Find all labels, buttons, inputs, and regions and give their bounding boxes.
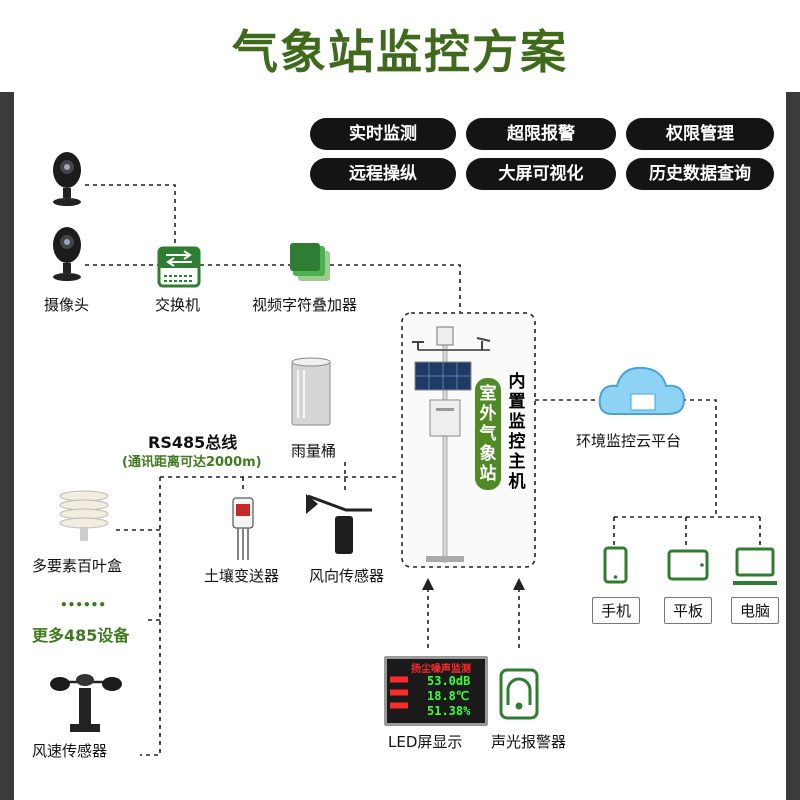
led-value-1: 53.0dB xyxy=(427,674,471,688)
wind-speed-icon xyxy=(50,674,122,732)
led-value-3: 51.38% xyxy=(427,704,471,718)
cloud-icon xyxy=(598,366,686,415)
pc-icon xyxy=(733,547,777,585)
feature-pill: 超限报警 xyxy=(466,118,616,150)
more-dots: •••••• xyxy=(60,598,107,612)
alarm-label: 声光报警器 xyxy=(491,733,567,751)
feature-pill: 历史数据查询 xyxy=(626,158,774,190)
soil-label: 土壤变送器 xyxy=(204,567,280,585)
wind-direction-icon xyxy=(306,494,372,554)
alarm-icon xyxy=(499,668,539,720)
feature-pill: 大屏可视化 xyxy=(466,158,616,190)
bus-note: (通讯距离可达2000m) xyxy=(122,455,262,470)
led-label: LED屏显示 xyxy=(388,733,463,751)
overlay-label: 视频字符叠加器 xyxy=(252,296,358,314)
right-border xyxy=(786,70,800,800)
camera-icon xyxy=(53,227,81,281)
louver-label: 多要素百叶盒 xyxy=(32,557,123,575)
bus-title: RS485总线 xyxy=(148,433,238,452)
led-screen: 扬尘噪声监测 ■■■■■■■■■ 53.0dB 18.8℃ 51.38% xyxy=(384,656,488,726)
host-label: 内置监控主机 xyxy=(508,372,526,492)
rain-gauge-icon xyxy=(291,357,331,426)
louver-box-icon xyxy=(59,490,109,541)
station-tag: 室外气象站 xyxy=(475,378,501,490)
overlay-device-icon xyxy=(290,243,330,281)
feature-pill: 远程操纵 xyxy=(310,158,456,190)
switch-icon xyxy=(157,246,201,288)
page-title: 气象站监控方案 xyxy=(232,25,568,79)
rain-gauge-label: 雨量桶 xyxy=(291,442,337,460)
wind-direction-label: 风向传感器 xyxy=(309,567,385,585)
soil-transmitter-icon xyxy=(232,497,254,560)
more-devices-label: 更多485设备 xyxy=(32,626,130,645)
camera-icon xyxy=(53,152,81,206)
weather-station-icon xyxy=(412,326,491,563)
pc-label: 电脑 xyxy=(731,597,780,624)
tablet-icon xyxy=(667,549,709,581)
camera-label: 摄像头 xyxy=(44,296,90,314)
cloud-label: 环境监控云平台 xyxy=(576,432,682,450)
tablet-label: 平板 xyxy=(664,597,713,624)
left-border xyxy=(0,70,14,800)
switch-label: 交换机 xyxy=(155,296,201,314)
led-header: 扬尘噪声监测 xyxy=(411,664,471,675)
feature-pill: 实时监测 xyxy=(310,118,456,150)
phone-icon xyxy=(603,546,628,584)
phone-label: 手机 xyxy=(592,597,641,624)
wind-speed-label: 风速传感器 xyxy=(32,742,108,760)
header xyxy=(0,0,800,92)
feature-pill: 权限管理 xyxy=(626,118,774,150)
led-value-2: 18.8℃ xyxy=(427,689,470,703)
